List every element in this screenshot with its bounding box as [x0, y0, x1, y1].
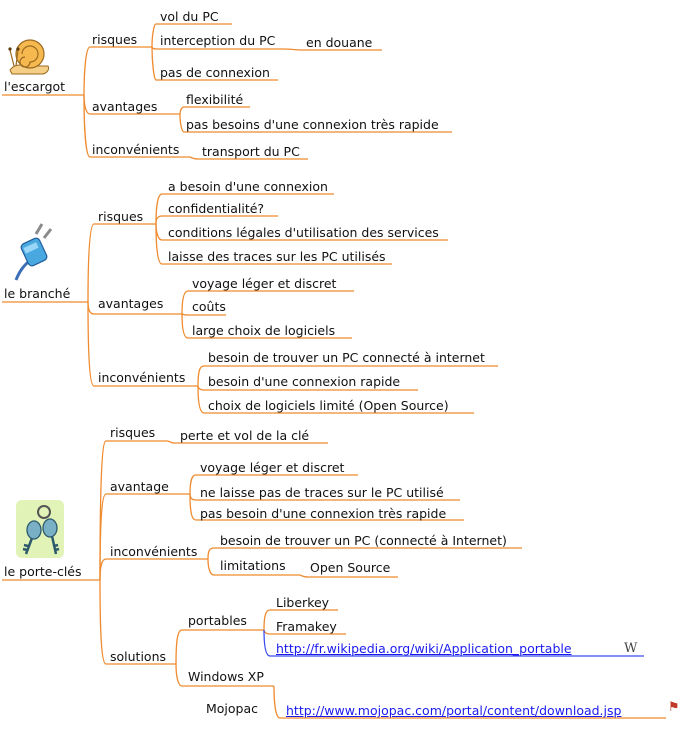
- wikipedia-icon[interactable]: W: [624, 641, 637, 656]
- snail-advantage-item: pas besoins d'une connexion très rapide: [186, 117, 439, 132]
- plugged-risk-item: conditions légales d'utilisation des ser…: [168, 225, 439, 240]
- keys-windows-label: Windows XP: [188, 669, 264, 684]
- plugged-drawback-item: besoin de trouver un PC connecté à inter…: [208, 350, 485, 365]
- keys-advantage-item: ne laisse pas de traces sur le PC utilis…: [200, 485, 444, 500]
- plugged-advantage-item: large choix de logiciels: [192, 323, 336, 338]
- plugged-risk-item: a besoin d'une connexion: [168, 179, 328, 194]
- keys-portables-label: portables: [188, 613, 247, 628]
- keys-advantage-label: avantage: [110, 479, 169, 494]
- keys-mojopac-label: Mojopac: [206, 701, 259, 716]
- keys-solutions-label: solutions: [110, 649, 167, 664]
- keys-drawback-item: besoin de trouver un PC (connecté à Inte…: [220, 533, 507, 548]
- snail-risk-subitem: en douane: [306, 35, 373, 50]
- plugged-drawbacks-label: inconvénients: [98, 370, 186, 385]
- snail-drawbacks-label: inconvénients: [92, 142, 180, 157]
- plugged-advantages-label: avantages: [98, 296, 164, 311]
- keys-drawback-subitem: Open Source: [310, 560, 391, 575]
- snail-risk-item: interception du PC: [160, 33, 276, 48]
- mojopac-icon[interactable]: ⚑: [668, 700, 680, 715]
- keys-drawback-item: limitations: [220, 558, 286, 573]
- plugged-risks-label: risques: [98, 209, 144, 224]
- plugged-drawback-item: besoin d'une connexion rapide: [208, 374, 401, 389]
- snail-risks-label: risques: [92, 32, 138, 47]
- keys-drawbacks-label: inconvénients: [110, 544, 198, 559]
- snail-risk-item: pas de connexion: [160, 65, 270, 80]
- keys-advantage-item: pas besoin d'une connexion très rapide: [200, 506, 447, 521]
- snail-risk-item: vol du PC: [160, 9, 219, 24]
- plugged-drawback-item: choix de logiciels limité (Open Source): [208, 398, 449, 413]
- plugged-advantage-item: voyage léger et discret: [192, 276, 337, 291]
- keys-advantage-item: voyage léger et discret: [200, 460, 345, 475]
- snail-advantages-label: avantages: [92, 99, 158, 114]
- plugged-risk-item: laisse des traces sur les PC utilisés: [168, 249, 386, 264]
- snail-icon: [6, 26, 52, 76]
- keys-risk-item: perte et vol de la clé: [180, 428, 310, 443]
- keys-portable-item: Liberkey: [276, 595, 330, 610]
- plugged-advantage-item: coûts: [192, 299, 226, 314]
- plug-icon: [10, 222, 58, 282]
- plugged-title: le branché: [4, 286, 71, 301]
- keys-icon: [14, 498, 66, 562]
- keys-risks-label: risques: [110, 425, 156, 440]
- keys-portable-item: Framakey: [276, 619, 337, 634]
- plugged-risk-item: confidentialité?: [168, 201, 265, 216]
- keys-title: le porte-clés: [4, 564, 82, 579]
- snail-drawback-item: transport du PC: [202, 144, 300, 159]
- snail-title: l'escargot: [4, 79, 66, 94]
- wikipedia-portable-link[interactable]: http://fr.wikipedia.org/wiki/Application…: [276, 641, 572, 656]
- snail-advantage-item: flexibilité: [186, 92, 244, 107]
- mojopac-download-link[interactable]: http://www.mojopac.com/portal/content/do…: [286, 703, 622, 718]
